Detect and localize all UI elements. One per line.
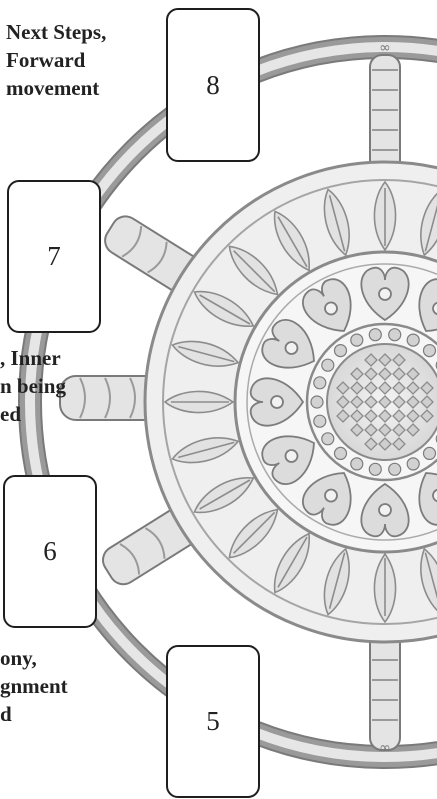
mandala-dot [314,377,326,389]
card-7-label-line: ed [0,400,66,428]
mandala-dot [322,359,334,371]
mandala-dot [407,334,419,346]
mandala-heart-eye [379,504,391,516]
mandala-dot [314,415,326,427]
card-number: 5 [206,706,220,737]
mandala-dot [351,334,363,346]
card-6-label-line: ony, [0,644,68,672]
card-number: 6 [43,536,57,567]
mandala-dot [369,463,381,475]
card-6-label-line: gnment [0,672,68,700]
mandala-dot [311,396,323,408]
card-8-label: Next Steps, Forward movement [6,18,106,102]
mandala-heart-eye [271,396,283,408]
card-8-label-line: movement [6,74,106,102]
card-number: 7 [47,241,61,272]
mandala-dot [335,447,347,459]
rim-infinity-mark-bottom: ∞ [379,740,391,756]
card-7-label: , Inner n being ed [0,344,66,428]
mandala-dot [389,329,401,341]
mandala-dot [351,458,363,470]
card-8-label-line: Forward [6,46,106,74]
mandala-dot [335,345,347,357]
card-7-label-line: n being [0,372,66,400]
mandala-dot [407,458,419,470]
card-position-6[interactable]: 6 [3,475,97,628]
card-7-label-line: , Inner [0,344,66,372]
card-position-7[interactable]: 7 [7,180,101,333]
mandala-heart-eye [379,288,391,300]
card-position-8[interactable]: 8 [166,8,260,162]
card-6-label-line: d [0,700,68,728]
mandala-dot [424,345,436,357]
card-number: 8 [206,70,220,101]
rim-infinity-mark-top: ∞ [379,40,391,56]
mandala-dot [322,433,334,445]
card-position-5[interactable]: 5 [166,645,260,798]
card-6-label: ony, gnment d [0,644,68,728]
mandala-dot [424,447,436,459]
mandala-dot [369,329,381,341]
mandala-dot [389,463,401,475]
card-8-label-line: Next Steps, [6,18,106,46]
